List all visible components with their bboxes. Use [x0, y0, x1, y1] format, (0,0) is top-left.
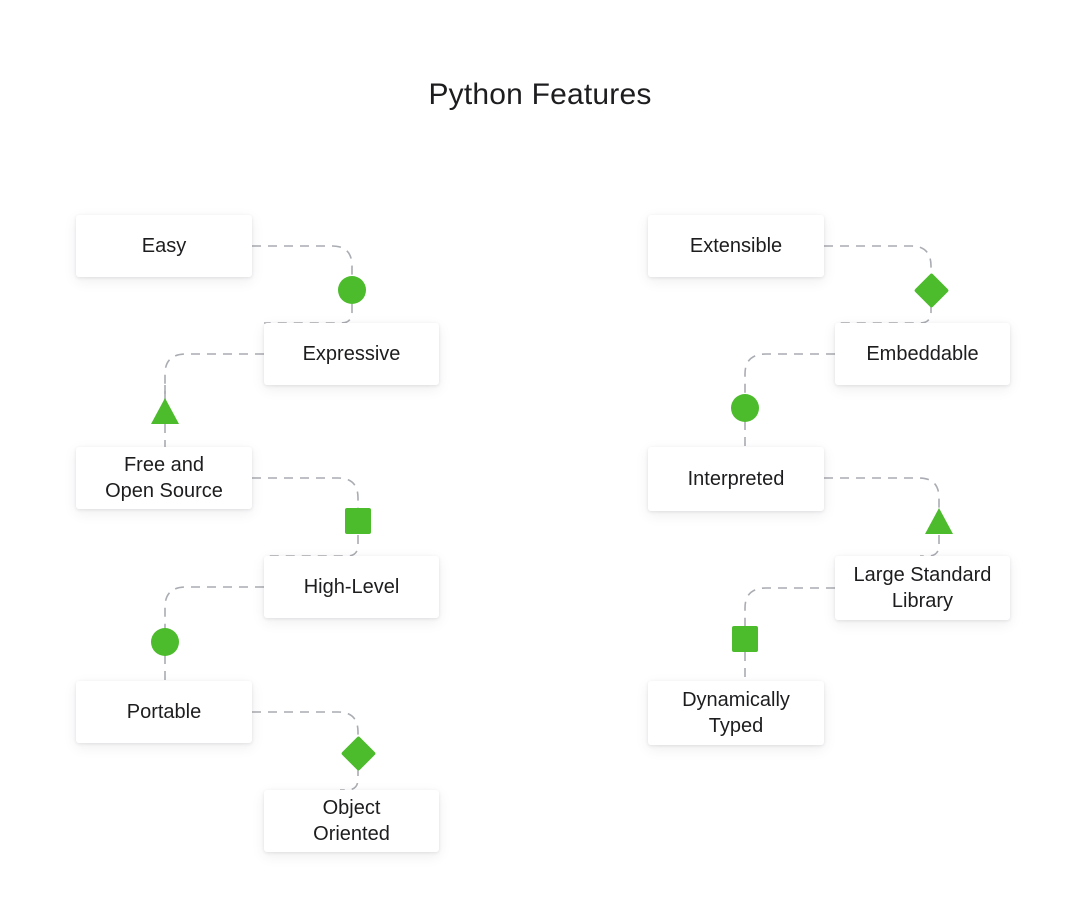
connector-line: [164, 353, 264, 400]
feature-node-label: Portable: [126, 700, 202, 723]
feature-node[interactable]: Easy: [76, 215, 252, 277]
circle-marker-icon: [338, 276, 366, 304]
feature-node[interactable]: Object Oriented: [264, 790, 439, 852]
feature-node[interactable]: Expressive: [264, 323, 439, 385]
feature-node-label: Expressive: [302, 342, 401, 365]
feature-node[interactable]: Interpreted: [648, 447, 824, 511]
square-marker-icon: [345, 508, 371, 534]
triangle-marker-icon: [151, 398, 179, 424]
circle-marker-icon: [151, 628, 179, 656]
connector-line: [744, 353, 835, 397]
feature-node[interactable]: Embeddable: [835, 323, 1010, 385]
feature-node-label: Interpreted: [687, 467, 785, 490]
connector-line: [744, 587, 835, 628]
feature-node[interactable]: Free and Open Source: [76, 447, 252, 509]
feature-node[interactable]: High-Level: [264, 556, 439, 618]
feature-node[interactable]: Extensible: [648, 215, 824, 277]
connector-line: [264, 519, 359, 557]
triangle-marker-icon: [925, 508, 953, 534]
feature-node-label: Free and Open Source: [105, 453, 223, 502]
connector-line: [252, 477, 359, 523]
feature-node[interactable]: Dynamically Typed: [648, 681, 824, 745]
diamond-marker-icon: [340, 735, 376, 771]
feature-node[interactable]: Large Standard Library: [835, 556, 1010, 620]
connector-line: [164, 586, 264, 631]
feature-node-label: Extensible: [689, 234, 783, 257]
connector-line: [824, 477, 940, 523]
feature-node-label: Easy: [141, 234, 187, 257]
feature-node-label: Object Oriented: [313, 796, 390, 845]
feature-node-label: Large Standard Library: [853, 563, 992, 612]
circle-marker-icon: [731, 394, 759, 422]
connector-line: [252, 245, 353, 292]
feature-node[interactable]: Portable: [76, 681, 252, 743]
page-title: Python Features: [428, 78, 652, 111]
connector-line: [824, 245, 932, 292]
connector-line: [252, 711, 359, 755]
feature-node-label: Dynamically Typed: [682, 688, 790, 737]
feature-node-label: High-Level: [303, 575, 400, 598]
square-marker-icon: [732, 626, 758, 652]
feature-node-label: Embeddable: [866, 342, 979, 365]
diamond-marker-icon: [913, 272, 949, 308]
